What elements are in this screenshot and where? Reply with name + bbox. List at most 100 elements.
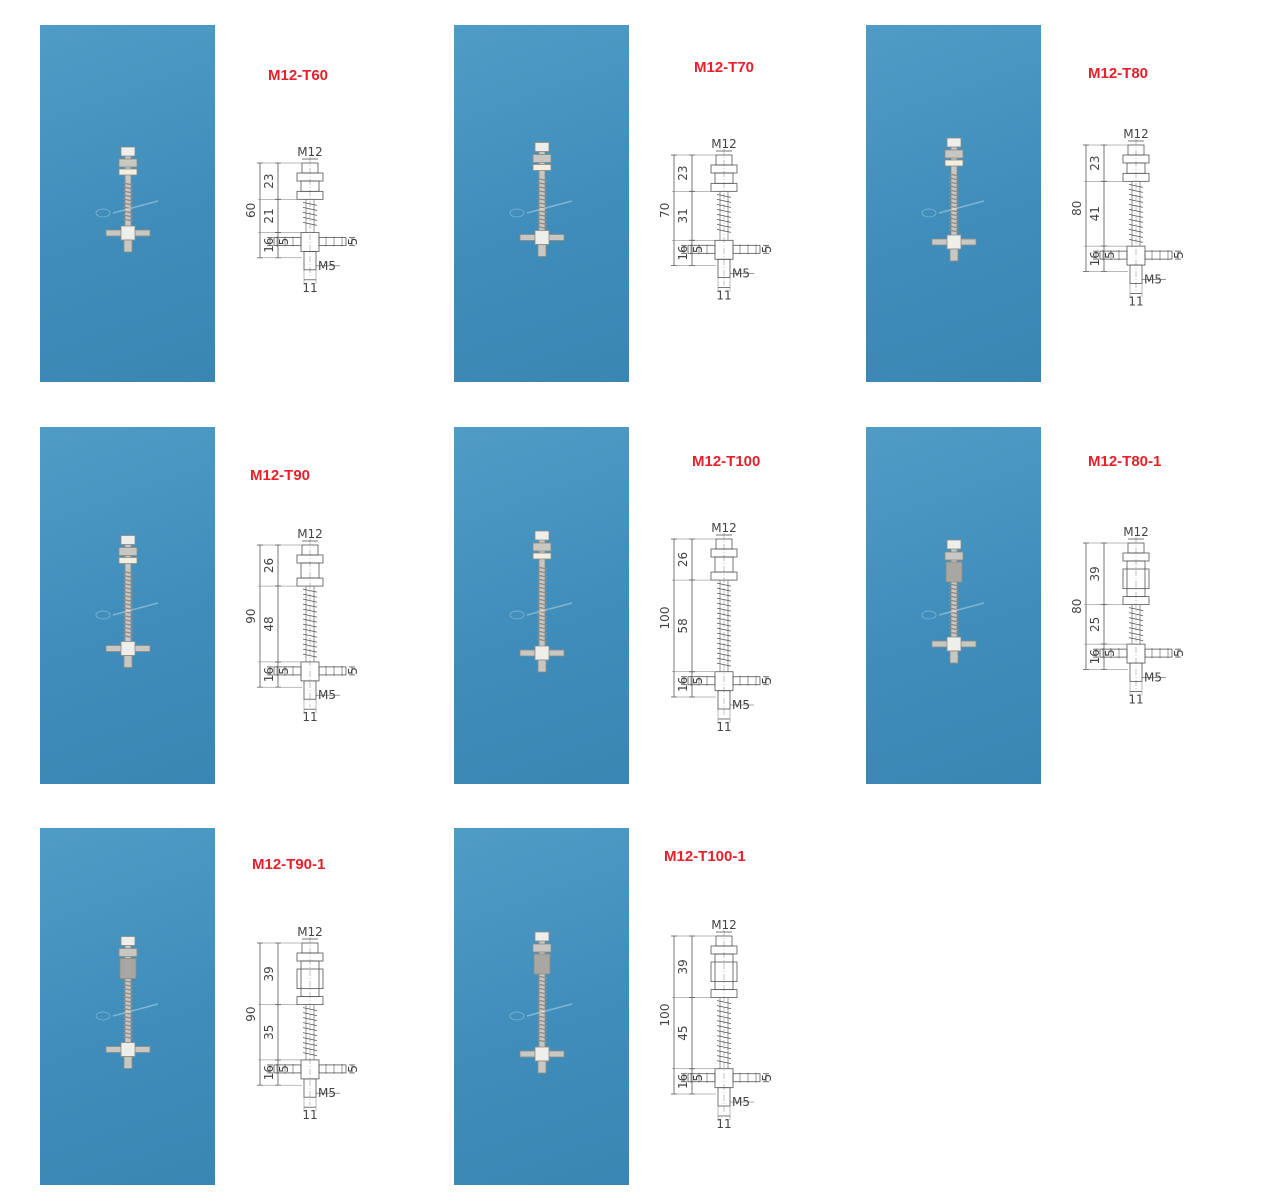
watermark-logo (95, 602, 159, 620)
product-photo (40, 828, 215, 1185)
dimension-port-label: 5 (346, 667, 360, 675)
dimension-port-label: 5 (277, 1065, 291, 1073)
thread-size-label: M12 (297, 527, 323, 541)
dimension-port-label: 5 (277, 238, 291, 246)
base-thread-label: M5 (318, 259, 336, 273)
product-photo-part (519, 142, 565, 257)
watermark-logo (921, 200, 985, 218)
watermark-logo (509, 200, 573, 218)
base-thread-label: M5 (1144, 670, 1162, 684)
base-thread-label: M5 (732, 698, 750, 712)
base-width-label: 11 (716, 1117, 731, 1131)
watermark-logo (95, 200, 159, 218)
dimension-top-label: 39 (1088, 566, 1102, 581)
dimension-spring-label: 35 (262, 1025, 276, 1040)
product-photo-part (931, 539, 977, 664)
base-width-label: 11 (302, 1108, 317, 1122)
thread-size-label: M12 (711, 521, 737, 535)
technical-drawing-lines (1083, 537, 1181, 696)
dimension-total-label: 90 (244, 1006, 258, 1021)
base-width-label: 11 (302, 710, 317, 724)
dimension-port-label: 5 (1103, 251, 1117, 259)
base-thread-label: M5 (318, 688, 336, 702)
base-thread-label: M5 (732, 267, 750, 281)
dimension-port-label: 5 (760, 677, 774, 685)
dimension-port-label: 5 (760, 1074, 774, 1082)
thread-size-label: M12 (711, 918, 737, 932)
dimension-spring-label: 58 (676, 618, 690, 633)
technical-drawing-lines (671, 149, 769, 292)
product-photo-part (105, 936, 151, 1069)
dimension-top-label: 26 (262, 558, 276, 573)
dimension-base-label: 16 (676, 677, 690, 692)
dimension-top-label: 23 (676, 166, 690, 181)
dimension-base-label: 16 (676, 245, 690, 260)
dimension-port-label: 5 (346, 1065, 360, 1073)
dimension-base-label: 16 (1088, 251, 1102, 266)
dimension-spring-label: 25 (1088, 617, 1102, 632)
dimension-base-label: 16 (262, 238, 276, 253)
dimension-port-label: 5 (277, 667, 291, 675)
dimension-top-label: 23 (262, 174, 276, 189)
dimension-base-label: 16 (1088, 649, 1102, 664)
product-model-title: M12-T100 (692, 453, 761, 470)
dimension-spring-label: 21 (262, 208, 276, 223)
dimension-top-label: 26 (676, 552, 690, 567)
base-width-label: 11 (716, 289, 731, 303)
product-model-title: M12-T90-1 (252, 856, 326, 873)
product-photo (454, 25, 629, 382)
watermark-logo (509, 602, 573, 620)
product-photo-part (105, 146, 151, 253)
technical-drawing-lines (671, 533, 769, 723)
dimension-total-label: 90 (244, 608, 258, 623)
watermark-logo (95, 1003, 159, 1021)
product-photo (866, 25, 1041, 382)
base-thread-label: M5 (1144, 272, 1162, 286)
watermark-logo (921, 602, 985, 620)
dimension-base-label: 16 (676, 1074, 690, 1089)
watermark-logo (509, 1003, 573, 1021)
thread-size-label: M12 (1123, 127, 1149, 141)
thread-size-label: M12 (1123, 525, 1149, 539)
base-thread-label: M5 (318, 1086, 336, 1100)
technical-drawing-lines (257, 937, 355, 1112)
dimension-top-label: 23 (1088, 156, 1102, 171)
dimension-spring-label: 41 (1088, 206, 1102, 221)
product-model-title: M12-T60 (268, 67, 329, 84)
dimension-port-label: 5 (691, 1074, 705, 1082)
product-photo (454, 828, 629, 1185)
dimension-total-label: 100 (658, 1004, 672, 1027)
product-photo-part (519, 931, 565, 1074)
dimension-port-label: 5 (760, 245, 774, 253)
dimension-base-label: 16 (262, 1065, 276, 1080)
dimension-total-label: 80 (1070, 201, 1084, 216)
product-model-title: M12-T100-1 (664, 848, 746, 865)
product-photo-part (519, 530, 565, 673)
product-model-title: M12-T80 (1088, 65, 1149, 82)
dimension-port-label: 5 (1172, 649, 1186, 657)
dimension-spring-label: 48 (262, 616, 276, 631)
dimension-base-label: 16 (262, 667, 276, 682)
product-photo (454, 427, 629, 784)
dimension-port-label: 5 (346, 238, 360, 246)
dimension-top-label: 39 (676, 959, 690, 974)
product-photo (40, 427, 215, 784)
dimension-spring-label: 45 (676, 1026, 690, 1041)
dimension-total-label: 100 (658, 607, 672, 630)
product-photo (40, 25, 215, 382)
product-model-title: M12-T70 (694, 59, 755, 76)
